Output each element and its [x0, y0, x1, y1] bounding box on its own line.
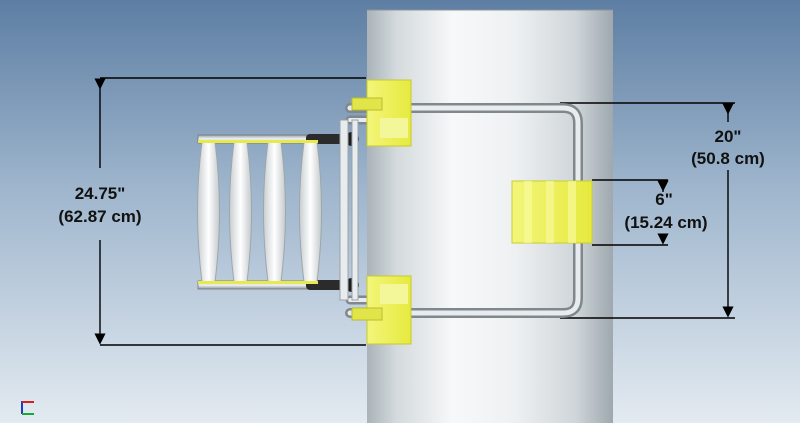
overall-height-metric: (62.87 cm): [58, 207, 141, 226]
ladder-side-rails: [197, 119, 359, 301]
lower-bracket: [351, 275, 412, 345]
overall-height-imperial: 24.75": [75, 184, 126, 203]
upper-bracket: [351, 79, 412, 147]
pole-clamp: [511, 180, 593, 244]
dimension-lines: [94, 77, 735, 346]
ubolt-span-imperial: 20": [715, 127, 742, 146]
ladder-rungs: [197, 140, 322, 284]
axis-triad-icon: [21, 401, 34, 415]
ubolt-span-metric: (50.8 cm): [691, 149, 765, 168]
clamp-height-imperial: 6": [655, 190, 673, 209]
clamp-height-metric: (15.24 cm): [624, 213, 707, 232]
